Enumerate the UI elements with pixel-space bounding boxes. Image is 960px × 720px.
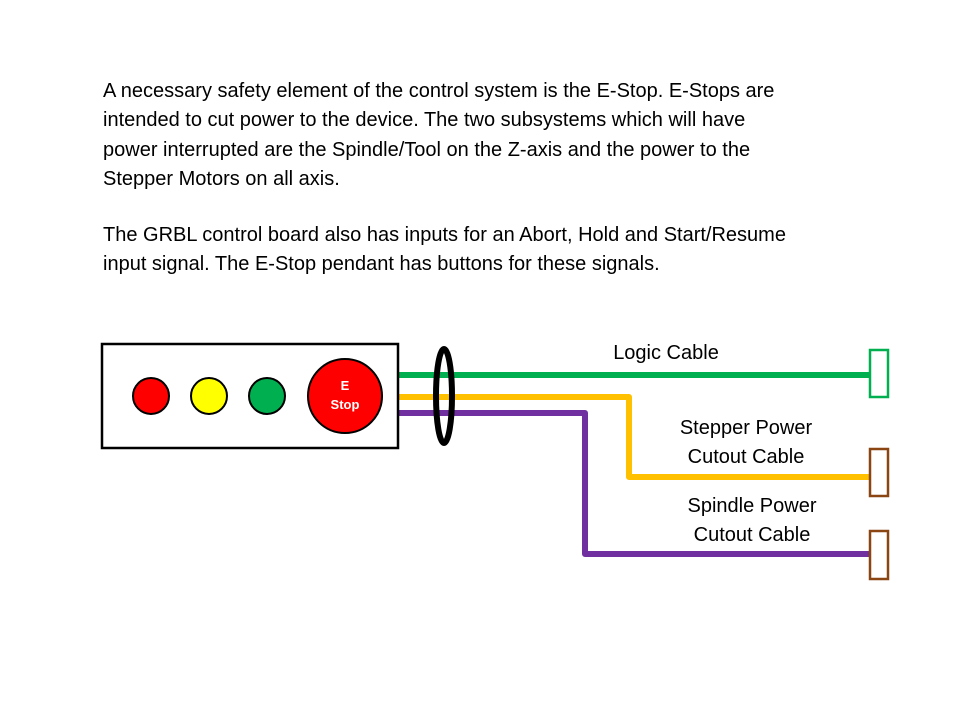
spindle-power-cable-connector [868,529,890,581]
stepper-power-cable-connector [868,447,890,498]
spindle-power-cable-line [395,410,873,557]
hold-button[interactable] [190,377,228,415]
stepper-power-cable-line [395,394,873,480]
stepper-power-cable-label: Stepper Power Cutout Cable [679,417,813,468]
logic-cable-connector [868,348,890,399]
estop-label-line2: Stop [331,397,360,412]
spindle-power-cable-label: Spindle Power Cutout Cable [687,495,817,546]
description-paragraph-grbl-inputs: The GRBL control board also has inputs f… [103,224,786,276]
description-paragraph-estop: A necessary safety element of the contro… [103,80,775,190]
estop-button-circle[interactable] [307,358,383,434]
logic-cable-label: Logic Cable [613,342,719,364]
abort-button[interactable] [132,377,170,415]
start-resume-button[interactable] [248,377,286,415]
estop-label-line1: E [341,378,350,393]
cable-bundle-ring [433,346,455,446]
estop-button[interactable]: E Stop [307,358,383,434]
